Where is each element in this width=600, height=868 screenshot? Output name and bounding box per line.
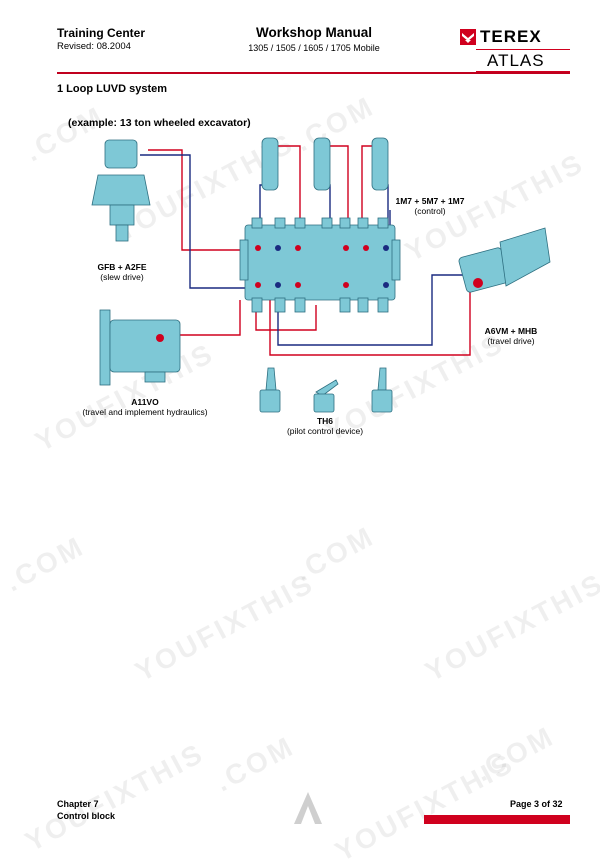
- main-pump-component: [99, 309, 181, 386]
- brand-atlas: ATLAS: [487, 51, 545, 70]
- label-gfb: GFB + A2FE (slew drive): [77, 262, 167, 282]
- label-a6vm: A6VM + MHB (travel drive): [466, 326, 556, 346]
- valve-ports: [255, 245, 369, 288]
- label-gfb-title: GFB + A2FE: [97, 262, 147, 272]
- pilot-control-devices: [259, 367, 393, 413]
- header-revised-date: Revised: 08.2004: [57, 41, 131, 52]
- section-title: 1 Loop LUVD system: [57, 83, 168, 95]
- valve-ports-blue: [275, 245, 389, 288]
- label-th6: TH6 (pilot control device): [270, 416, 380, 436]
- footer-chapter: Chapter 7: [57, 799, 99, 809]
- brand-terex: TEREX: [480, 27, 542, 46]
- footer-page-number: Page 3 of 32: [510, 799, 563, 809]
- label-a11vo-sub: (travel and implement hydraulics): [82, 407, 208, 417]
- slew-drive-component: [91, 139, 151, 242]
- label-control: 1M7 + 5M7 + 1M7 (control): [385, 196, 475, 216]
- travel-motor-component: [458, 227, 551, 293]
- hydraulic-cylinders: [261, 137, 389, 191]
- atlas-footer-logo-icon: [288, 790, 328, 833]
- header-manual-title: Workshop Manual: [255, 25, 372, 40]
- footer-rule: [424, 815, 570, 824]
- brand-divider: [476, 71, 570, 72]
- header-models: 1305 / 1505 / 1605 / 1705 Mobile: [248, 43, 380, 53]
- label-th6-title: TH6: [316, 416, 334, 426]
- terex-logo-icon: [460, 29, 476, 45]
- label-th6-sub: (pilot control device): [286, 426, 364, 436]
- example-caption: (example: 13 ton wheeled excavator): [68, 117, 251, 129]
- label-a11vo: A11VO (travel and implement hydraulics): [60, 397, 230, 417]
- header-training-center: Training Center: [57, 26, 146, 40]
- hydraulic-diagram: [91, 137, 551, 413]
- header-rule: [57, 72, 570, 74]
- label-a6vm-title: A6VM + MHB: [484, 326, 538, 336]
- label-a6vm-sub: (travel drive): [487, 336, 535, 346]
- control-valve-block: [239, 217, 401, 313]
- brand-divider: [476, 49, 570, 50]
- label-control-sub: (control): [414, 206, 446, 216]
- label-control-title: 1M7 + 5M7 + 1M7: [395, 196, 465, 206]
- footer-section: Control block: [57, 811, 115, 821]
- label-gfb-sub: (slew drive): [100, 272, 144, 282]
- label-a11vo-title: A11VO: [131, 397, 159, 407]
